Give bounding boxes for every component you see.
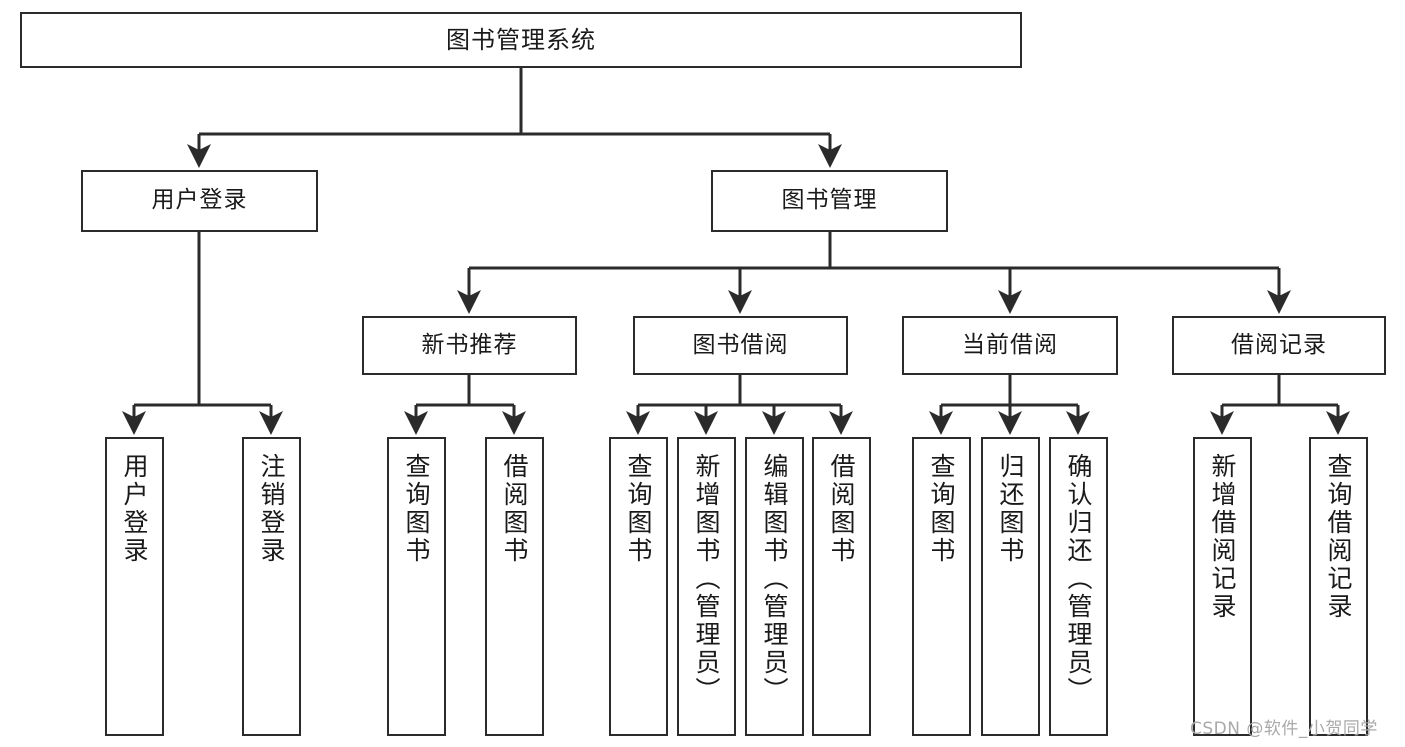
node-new-book-recommend-label: 新书推荐 (421, 331, 518, 358)
leaf-borrow-book-2-label: 借阅图书 (827, 453, 856, 565)
node-user-login-label: 用户登录 (151, 187, 248, 214)
node-current-borrow-label: 当前借阅 (962, 331, 1058, 358)
node-book-borrow[interactable]: 图书借阅 (633, 316, 848, 375)
node-new-book-recommend[interactable]: 新书推荐 (362, 316, 577, 375)
leaf-add-book-label: 新增图书（管理员） (692, 453, 721, 705)
node-book-management[interactable]: 图书管理 (711, 170, 948, 232)
leaf-borrow-book-1-label: 借阅图书 (500, 453, 529, 565)
node-user-login[interactable]: 用户登录 (81, 170, 318, 232)
csdn-watermark: CSDN @软件_小贺同学 (1190, 719, 1378, 739)
leaf-query-book-2-label: 查询图书 (624, 453, 653, 565)
leaf-add-record-label: 新增借阅记录 (1208, 453, 1237, 621)
node-borrow-record[interactable]: 借阅记录 (1172, 316, 1386, 375)
leaf-borrow-book-2[interactable]: 借阅图书 (812, 437, 871, 736)
node-book-management-label: 图书管理 (781, 187, 878, 214)
node-root-system-label: 图书管理系统 (446, 25, 596, 54)
leaf-borrow-book-1[interactable]: 借阅图书 (485, 437, 544, 736)
leaf-query-book-1[interactable]: 查询图书 (387, 437, 446, 736)
leaf-logout-login[interactable]: 注销登录 (242, 437, 301, 736)
leaf-confirm-return[interactable]: 确认归还（管理员） (1049, 437, 1108, 736)
leaf-user-login[interactable]: 用户登录 (105, 437, 164, 736)
leaf-query-record[interactable]: 查询借阅记录 (1309, 437, 1368, 736)
leaf-edit-book[interactable]: 编辑图书（管理员） (745, 437, 804, 736)
leaf-user-login-label: 用户登录 (120, 453, 149, 565)
leaf-return-book-label: 归还图书 (996, 453, 1025, 565)
leaf-query-book-3-label: 查询图书 (927, 453, 956, 565)
leaf-confirm-return-label: 确认归还（管理员） (1064, 453, 1093, 705)
leaf-query-book-1-label: 查询图书 (402, 453, 431, 565)
node-root-system[interactable]: 图书管理系统 (20, 12, 1022, 68)
leaf-logout-login-label: 注销登录 (257, 453, 286, 565)
leaf-query-record-label: 查询借阅记录 (1324, 453, 1353, 621)
leaf-edit-book-label: 编辑图书（管理员） (760, 453, 789, 705)
leaf-query-book-2[interactable]: 查询图书 (609, 437, 668, 736)
leaf-add-book[interactable]: 新增图书（管理员） (677, 437, 736, 736)
node-current-borrow[interactable]: 当前借阅 (902, 316, 1118, 375)
node-borrow-record-label: 借阅记录 (1231, 331, 1327, 358)
leaf-add-record[interactable]: 新增借阅记录 (1193, 437, 1252, 736)
node-book-borrow-label: 图书借阅 (692, 331, 789, 358)
leaf-query-book-3[interactable]: 查询图书 (912, 437, 971, 736)
leaf-return-book[interactable]: 归还图书 (981, 437, 1040, 736)
